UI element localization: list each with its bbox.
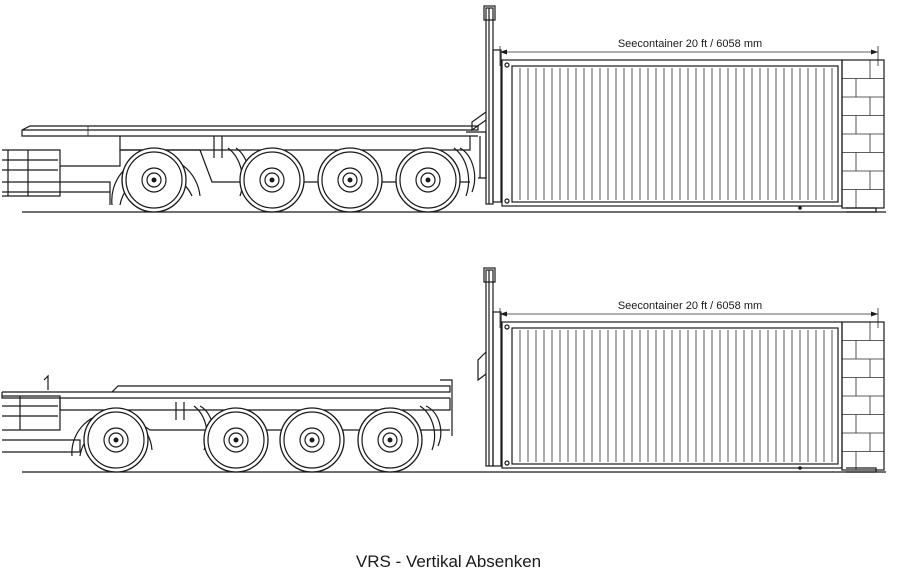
wheel — [83, 407, 149, 473]
wheels — [121, 147, 461, 213]
container-dimension-label: Seecontainer 20 ft / 6058 mm — [618, 300, 762, 312]
container-end-frame — [842, 322, 884, 470]
wheel — [239, 147, 305, 213]
container-corrugation — [519, 330, 833, 462]
wheels — [83, 407, 423, 473]
wheel — [203, 407, 269, 473]
sea-container — [501, 59, 885, 213]
wheel — [279, 407, 345, 473]
container-corrugation — [519, 68, 833, 200]
vertical-lift-frame — [477, 267, 502, 467]
dimension-line: Seecontainer 20 ft / 6058 mm — [499, 300, 879, 328]
trailer-deck — [1, 379, 453, 436]
view-raised: Seecontainer 20 ft / 6058 mm — [2, 5, 886, 213]
wheel — [317, 147, 383, 213]
wheel — [121, 147, 187, 213]
wheel — [357, 407, 423, 473]
sea-container — [501, 321, 885, 473]
view-lowered: Seecontainer 20 ft / 6058 mm — [1, 267, 886, 473]
tractor-unit — [2, 374, 81, 453]
container-dimension-label: Seecontainer 20 ft / 6058 mm — [618, 38, 762, 50]
container-end-frame — [842, 60, 884, 208]
wheel — [395, 147, 461, 213]
vertical-lift-frame — [471, 5, 502, 205]
dimension-line: Seecontainer 20 ft / 6058 mm — [499, 38, 879, 66]
drawing-caption: VRS - Vertikal Absenken — [355, 552, 542, 571]
